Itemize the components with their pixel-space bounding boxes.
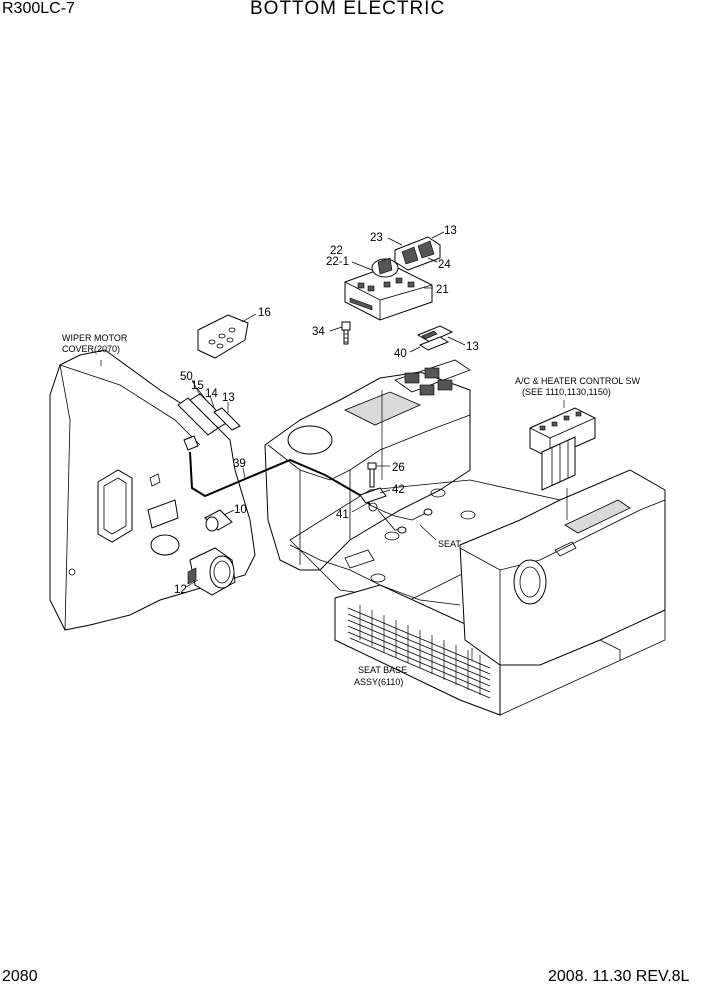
hourmeter-12 bbox=[187, 547, 236, 596]
cigar-lighter-10 bbox=[204, 509, 233, 532]
callout-50: 50 bbox=[180, 371, 193, 383]
switch-40 bbox=[416, 325, 454, 351]
callout-21: 21 bbox=[436, 284, 449, 296]
callout-22-1: 22-1 bbox=[326, 256, 349, 268]
ac-note-line2: (SEE 1110,1130,1150) bbox=[522, 387, 611, 397]
callout-16: 16 bbox=[258, 307, 271, 319]
switch-group-50 bbox=[177, 393, 241, 451]
seat-base-assy bbox=[334, 584, 666, 716]
callout-10: 10 bbox=[234, 504, 247, 516]
bracket-42 bbox=[359, 487, 387, 512]
callout-42: 42 bbox=[392, 484, 405, 496]
page-title: BOTTOM ELECTRIC bbox=[250, 0, 446, 19]
model-number: R300LC-7 bbox=[2, 0, 75, 17]
callout-41: 41 bbox=[336, 509, 349, 521]
ac-heater-control-switch bbox=[529, 407, 596, 491]
callout-15: 15 bbox=[191, 380, 204, 392]
seat-base-note-line1: SEAT BASE bbox=[358, 665, 407, 675]
callout-13-left: 13 bbox=[222, 392, 235, 404]
callout-12: 12 bbox=[174, 584, 187, 596]
wiper-note-line2: COVER(2070) bbox=[62, 344, 120, 354]
leader-lines bbox=[100, 231, 568, 660]
callout-14: 14 bbox=[205, 388, 218, 400]
switch-plate-16 bbox=[197, 314, 249, 359]
seat-note: SEAT bbox=[438, 539, 461, 549]
console-body-right bbox=[459, 469, 666, 666]
wiper-note-line1: WIPER MOTOR bbox=[62, 333, 128, 343]
bolt-34 bbox=[341, 321, 351, 345]
callout-26: 26 bbox=[392, 462, 405, 474]
console-body-left bbox=[264, 359, 471, 606]
switch-panel-21 bbox=[344, 264, 433, 321]
key-switch-22 bbox=[371, 257, 399, 278]
rocker-switches-23-24 bbox=[394, 236, 441, 271]
callout-24: 24 bbox=[438, 259, 451, 271]
callout-40: 40 bbox=[394, 348, 407, 360]
page-number: 2080 bbox=[2, 968, 38, 985]
callout-34: 34 bbox=[312, 326, 325, 338]
callout-13-top: 13 bbox=[444, 225, 457, 237]
ac-note-line1: A/C & HEATER CONTROL SW bbox=[515, 376, 641, 386]
revision-date: 2008. 11.30 REV.8L bbox=[548, 968, 690, 985]
callout-23: 23 bbox=[370, 232, 383, 244]
callout-39: 39 bbox=[233, 458, 246, 470]
callout-22: 22 bbox=[330, 245, 343, 257]
callout-13-mid: 13 bbox=[466, 341, 479, 353]
seat-base-note-line2: ASSY(6110) bbox=[354, 677, 403, 687]
